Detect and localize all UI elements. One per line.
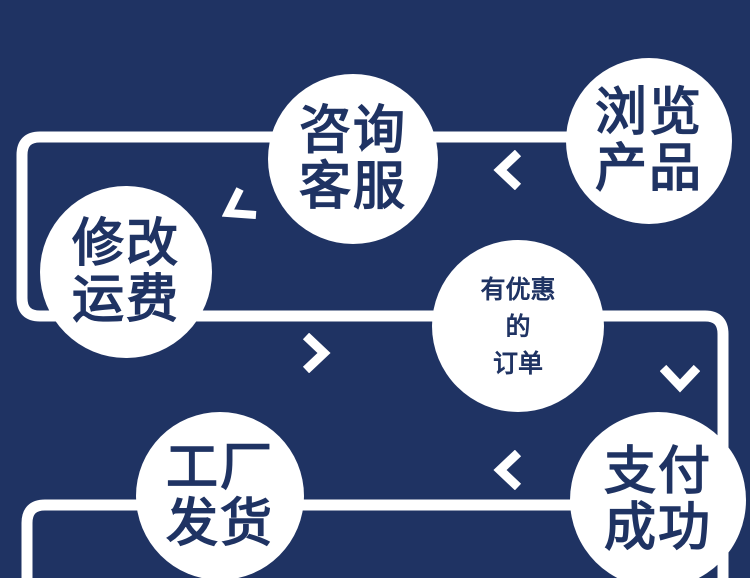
step-label: 工厂 发货 bbox=[165, 438, 274, 554]
chevron-down-icon bbox=[660, 364, 700, 393]
step-label: 浏览 产品 bbox=[594, 83, 703, 199]
step-label: 支付 成功 bbox=[603, 442, 712, 558]
step-factory-ship: 工厂 发货 bbox=[136, 412, 304, 578]
chevron-left-icon bbox=[493, 150, 522, 190]
step-label: 修改 运费 bbox=[71, 214, 180, 330]
step-discount-order: 有优惠 的 订单 bbox=[432, 240, 604, 412]
step-modify-shipping: 修改 运费 bbox=[40, 186, 212, 358]
connector-path-upper bbox=[16, 131, 729, 578]
connector-path-lower bbox=[21, 499, 660, 578]
chevron-left-icon bbox=[493, 450, 522, 490]
step-label: 咨询 客服 bbox=[298, 101, 407, 217]
chevron-right-icon bbox=[302, 333, 331, 373]
step-payment-success: 支付 成功 bbox=[570, 412, 746, 578]
step-label: 有优惠 的 订单 bbox=[480, 274, 556, 378]
chevron-down-left-icon bbox=[222, 187, 257, 219]
step-consult-service: 咨询 客服 bbox=[268, 74, 438, 244]
step-browse-product: 浏览 产品 bbox=[566, 58, 732, 224]
